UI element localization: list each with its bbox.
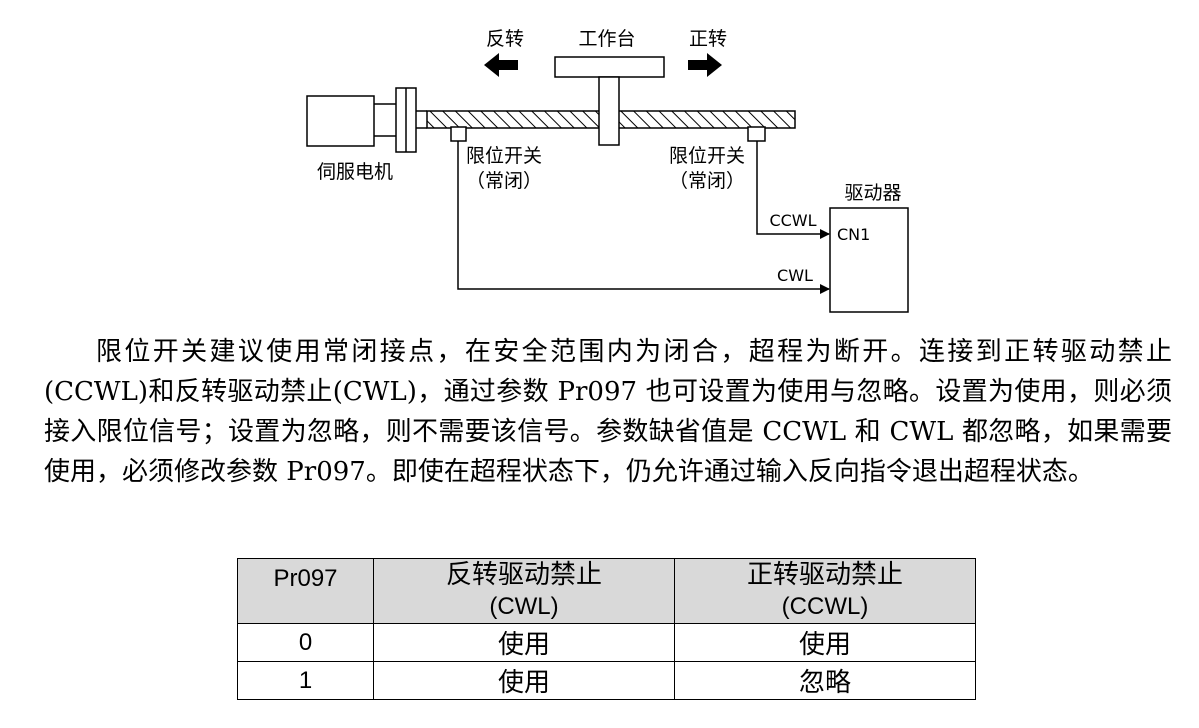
table-cell: 忽略 (674, 661, 976, 700)
header-forward-inhibit-code: (CCWL) (781, 593, 869, 620)
limit-switch-wiring-diagram: 反转 工作台 正转 伺服电机 限位开关 （常闭） 限位开关 （常闭） (306, 28, 909, 313)
table-header-row: Pr097 反转驱动禁止 (CWL) 正转驱动禁止 (CCWL) (237, 558, 976, 624)
driver-label: 驱动器 (844, 182, 901, 204)
header-reverse-inhibit-code: (CWL) (489, 593, 559, 620)
header-parameter: Pr097 (237, 558, 374, 624)
description-paragraph: 限位开关建议使用常闭接点，在安全范围内为闭合，超程为断开。连接到正转驱动禁止(C… (44, 337, 1172, 487)
reverse-direction-label: 反转 (486, 28, 524, 50)
right-limit-switch (747, 126, 766, 142)
left-switch-type: （常闭） (466, 170, 542, 192)
forward-direction-label: 正转 (689, 28, 727, 50)
driver-box (829, 207, 909, 313)
table-cell: 使用 (373, 623, 675, 662)
ccwl-wire (756, 141, 830, 239)
servo-motor-body (306, 95, 375, 147)
table-cell: 使用 (674, 623, 976, 662)
header-forward-inhibit-title: 正转驱动禁止 (746, 560, 903, 590)
table-cell: 使用 (373, 661, 675, 700)
pr097-setting-table: Pr097 反转驱动禁止 (CWL) 正转驱动禁止 (CCWL) 0 使用 使用… (237, 558, 976, 700)
header-reverse-inhibit-title: 反转驱动禁止 (445, 560, 602, 590)
servo-motor-label: 伺服电机 (317, 161, 393, 183)
table-row: 0 使用 使用 (237, 623, 976, 662)
right-switch-type: （常闭） (669, 170, 745, 192)
worktable-label: 工作台 (578, 28, 635, 50)
right-switch-label: 限位开关 (669, 145, 745, 167)
left-limit-switch (450, 126, 467, 142)
header-reverse-inhibit: 反转驱动禁止 (CWL) (373, 558, 675, 624)
header-forward-inhibit: 正转驱动禁止 (CCWL) (674, 558, 976, 624)
left-switch-label: 限位开关 (466, 145, 542, 167)
table-row: 1 使用 忽略 (237, 661, 976, 700)
cwl-signal-label: CWL (777, 266, 813, 285)
reverse-arrow-icon (484, 53, 518, 77)
forward-arrow-icon (688, 53, 722, 77)
ccwl-signal-label: CCWL (769, 211, 816, 230)
cwl-wire (457, 141, 830, 294)
table-cell: 1 (237, 661, 374, 700)
worktable-stem (598, 76, 620, 146)
worktable-top (554, 56, 665, 78)
table-cell: 0 (237, 623, 374, 662)
connector-label: CN1 (837, 225, 870, 244)
